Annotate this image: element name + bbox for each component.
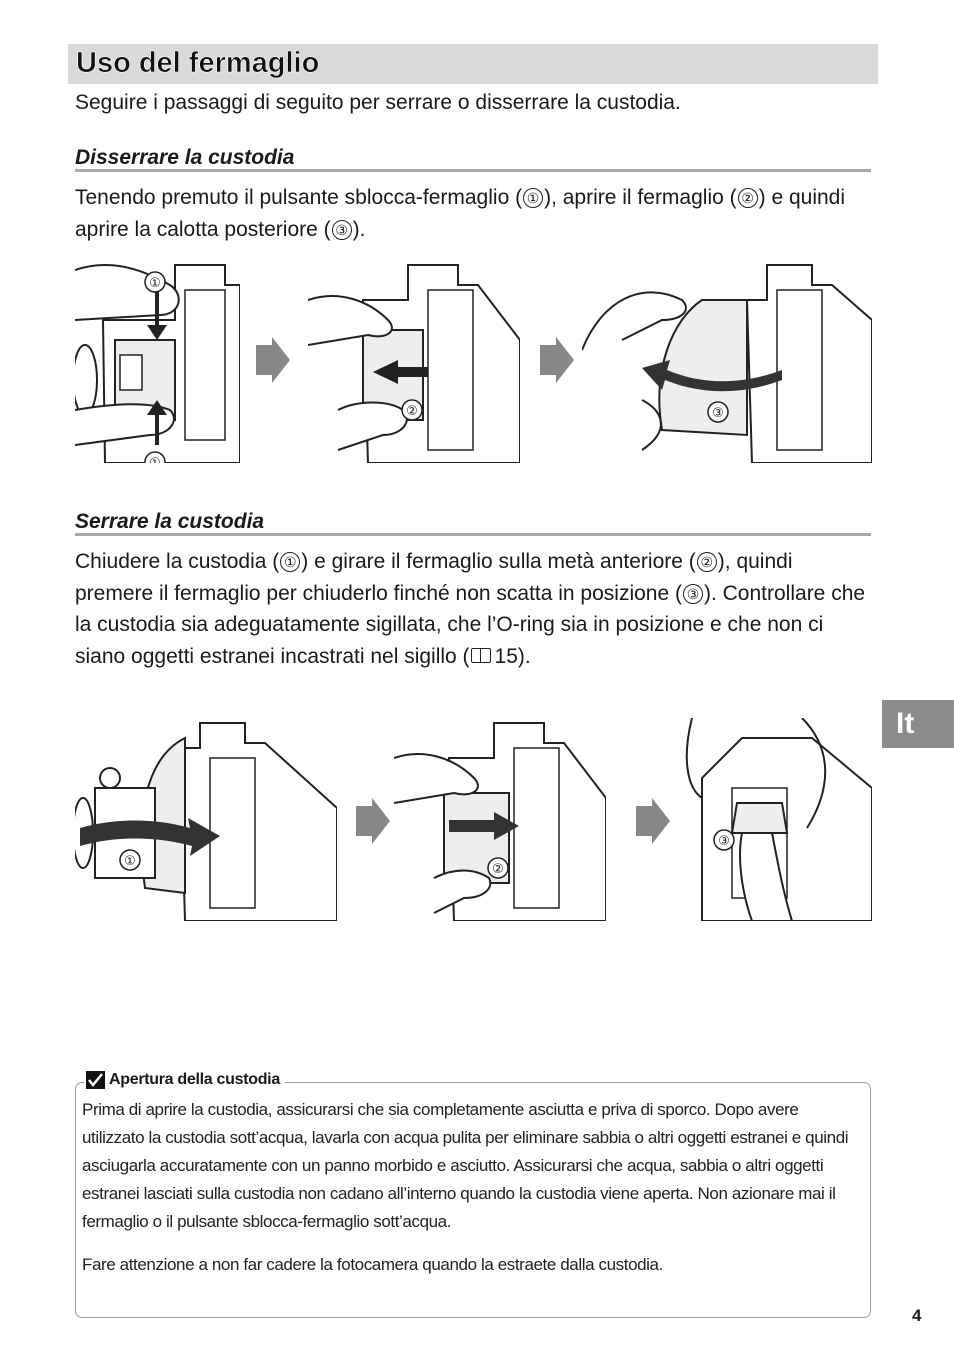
lock-subsection-title: Serrare la custodia [75, 510, 265, 533]
check-icon [86, 1071, 105, 1089]
note-header: Apertura della custodia [84, 1068, 285, 1092]
figure-marker-2: ② [406, 404, 418, 419]
step-arrow-icon [252, 335, 292, 385]
lock-subsection-rule [75, 533, 871, 536]
step-marker-2: ② [737, 188, 758, 208]
section-title-bar [68, 44, 878, 84]
note-paragraph: Prima di aprire la custodia, assicurarsi… [82, 1100, 849, 1231]
note-body: Prima di aprire la custodia, assicurarsi… [82, 1096, 864, 1279]
step-marker-3: ③ [331, 219, 352, 240]
language-tab: It [882, 700, 954, 748]
unlock-step-1-illustration: ① ① [75, 260, 240, 463]
step-arrow-icon [536, 335, 576, 385]
note-paragraph: Fare attenzione a non far cadere la foto… [82, 1255, 663, 1274]
unlock-step-3-illustration: ③ [582, 260, 872, 463]
step-marker-1: ① [523, 188, 544, 208]
figure-marker-1b: ① [149, 456, 161, 463]
unlock-step-2-illustration: ② [308, 260, 520, 463]
lock-step-3-illustration: ③ [682, 718, 872, 921]
note-title: Apertura della custodia [109, 1071, 280, 1088]
section-title: Uso del fermaglio [76, 47, 320, 80]
step-arrow-icon [352, 796, 392, 846]
figure-marker-2: ② [492, 862, 504, 877]
lock-instructions: Chiudere la custodia (①) e girare il fer… [75, 550, 866, 668]
step-arrow-icon [632, 796, 672, 846]
figure-marker-3: ③ [718, 834, 730, 849]
unlock-instructions: Tenendo premuto il pulsante sblocca-ferm… [75, 186, 846, 241]
figure-marker-1: ① [149, 276, 161, 291]
intro-text: Seguire i passaggi di seguito per serrar… [75, 91, 681, 114]
step-marker-1: ① [280, 552, 301, 572]
step-marker-2: ② [696, 552, 717, 572]
lock-step-2-illustration: ② [394, 718, 606, 921]
lock-step-1-illustration: ① [75, 718, 337, 921]
book-icon [470, 647, 491, 663]
step-marker-3: ③ [682, 583, 703, 604]
note-box [75, 1082, 871, 1318]
figure-marker-3: ③ [712, 406, 724, 421]
unlock-subsection-title: Disserrare la custodia [75, 146, 295, 169]
page-number: 4 [912, 1306, 922, 1325]
unlock-subsection-rule [75, 169, 871, 172]
figure-marker-1: ① [124, 854, 136, 869]
